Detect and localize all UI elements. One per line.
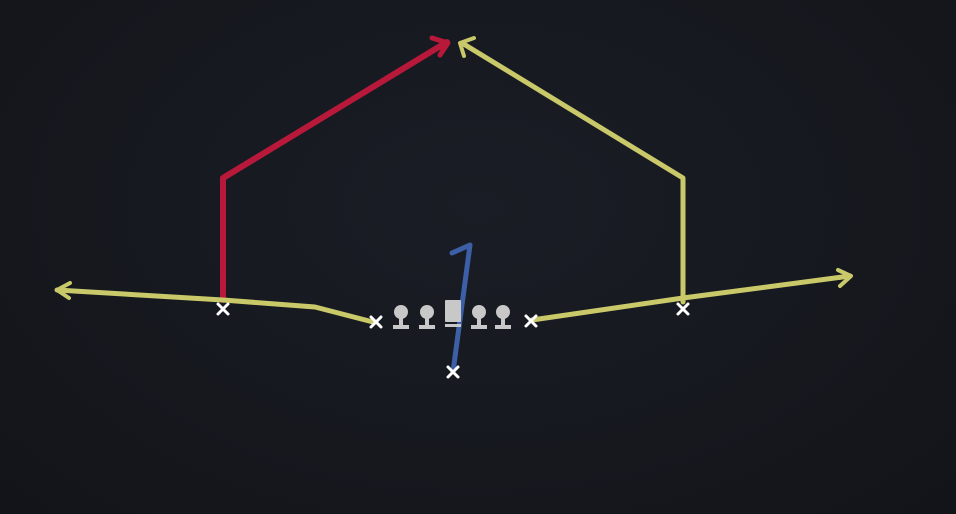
blue-route [449, 242, 473, 375]
yellow-right-arrowhead [836, 268, 853, 288]
lineman-left-guard [419, 305, 435, 329]
yellow-right-post-route [459, 40, 686, 305]
lineman-right-guard [471, 305, 487, 329]
lineman-center [445, 300, 461, 327]
red-route [220, 39, 450, 303]
lineman-left-tackle [393, 305, 409, 329]
lineman-right-tackle [495, 305, 511, 329]
x-marker-right-end [524, 314, 538, 328]
x-marker-right-receiver [676, 302, 690, 316]
player-markers [216, 302, 690, 379]
offensive-line [393, 300, 511, 329]
red-route-arrowhead [429, 35, 451, 58]
x-marker-left-end [369, 315, 383, 329]
yellow-left-arrowhead [55, 281, 72, 300]
yellow-right-post-arrowhead [458, 36, 476, 58]
x-marker-left-receiver [216, 302, 230, 316]
yellow-right-block-line [529, 273, 853, 323]
yellow-left-block-line [54, 287, 376, 325]
x-marker-running-back [446, 365, 460, 379]
